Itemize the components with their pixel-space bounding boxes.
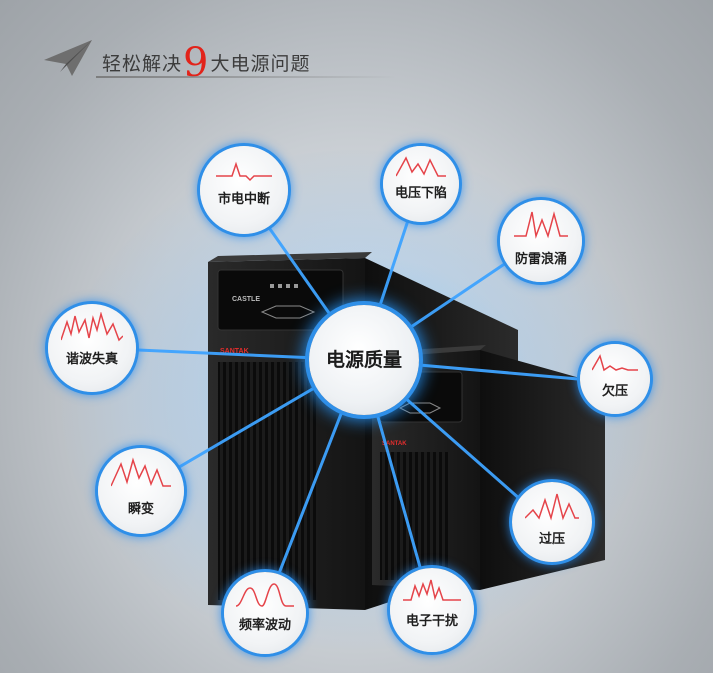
waveform-icon <box>236 583 294 607</box>
large-ups-brand: CASTLE <box>232 296 260 303</box>
title-number: 9 <box>183 40 210 86</box>
waveform-icon <box>525 493 579 521</box>
problem-label: 过压 <box>538 532 565 547</box>
header: 轻松解决9大电源问题 <box>0 0 713 95</box>
problem-bubble-power-outage: 市电中断 <box>200 146 288 234</box>
problem-label: 谐波失真 <box>65 352 118 367</box>
problem-label: 电压下陷 <box>394 186 447 201</box>
problem-label: 瞬变 <box>127 502 154 517</box>
problem-label: 欠压 <box>601 384 628 399</box>
problem-bubble-electronic-interference: 电子干扰 <box>390 568 474 652</box>
large-ups-panel <box>217 269 344 331</box>
title-suffix: 大电源问题 <box>210 53 311 75</box>
problem-bubble-overvoltage: 过压 <box>512 482 592 562</box>
problem-label: 电子干扰 <box>405 614 458 629</box>
large-ups-logo: SANTAK <box>220 348 249 355</box>
problem-bubble-undervoltage: 欠压 <box>580 344 650 414</box>
waveform-icon <box>396 156 446 177</box>
problem-bubble-surge: 防雷浪涌 <box>500 200 582 282</box>
header-divider <box>96 76 396 78</box>
page-title: 轻松解决9大电源问题 <box>102 34 311 86</box>
small-ups-logo: SANTAK <box>382 441 407 447</box>
waveform-icon <box>592 354 638 372</box>
center-power-quality: 电源质量 <box>309 305 419 415</box>
paper-plane-icon <box>44 40 92 76</box>
problem-bubble-voltage-sag: 电压下陷 <box>383 146 459 222</box>
problem-label: 频率波动 <box>238 618 291 633</box>
waveform-icon <box>514 211 568 239</box>
problem-bubble-frequency-fluctuation: 频率波动 <box>224 572 306 654</box>
center-label: 电源质量 <box>325 349 402 371</box>
small-ups-tower: SANTAK <box>372 345 605 590</box>
problem-bubble-transient: 瞬变 <box>98 448 184 534</box>
problem-label: 防雷浪涌 <box>514 252 567 267</box>
waveform-icon <box>111 457 171 487</box>
waveform-icon <box>216 161 272 182</box>
problem-label: 市电中断 <box>217 192 270 207</box>
waveform-icon <box>61 312 123 342</box>
title-prefix: 轻松解决 <box>102 53 183 75</box>
waveform-icon <box>403 579 461 601</box>
problem-bubble-harmonic-distortion: 谐波失真 <box>48 304 136 392</box>
